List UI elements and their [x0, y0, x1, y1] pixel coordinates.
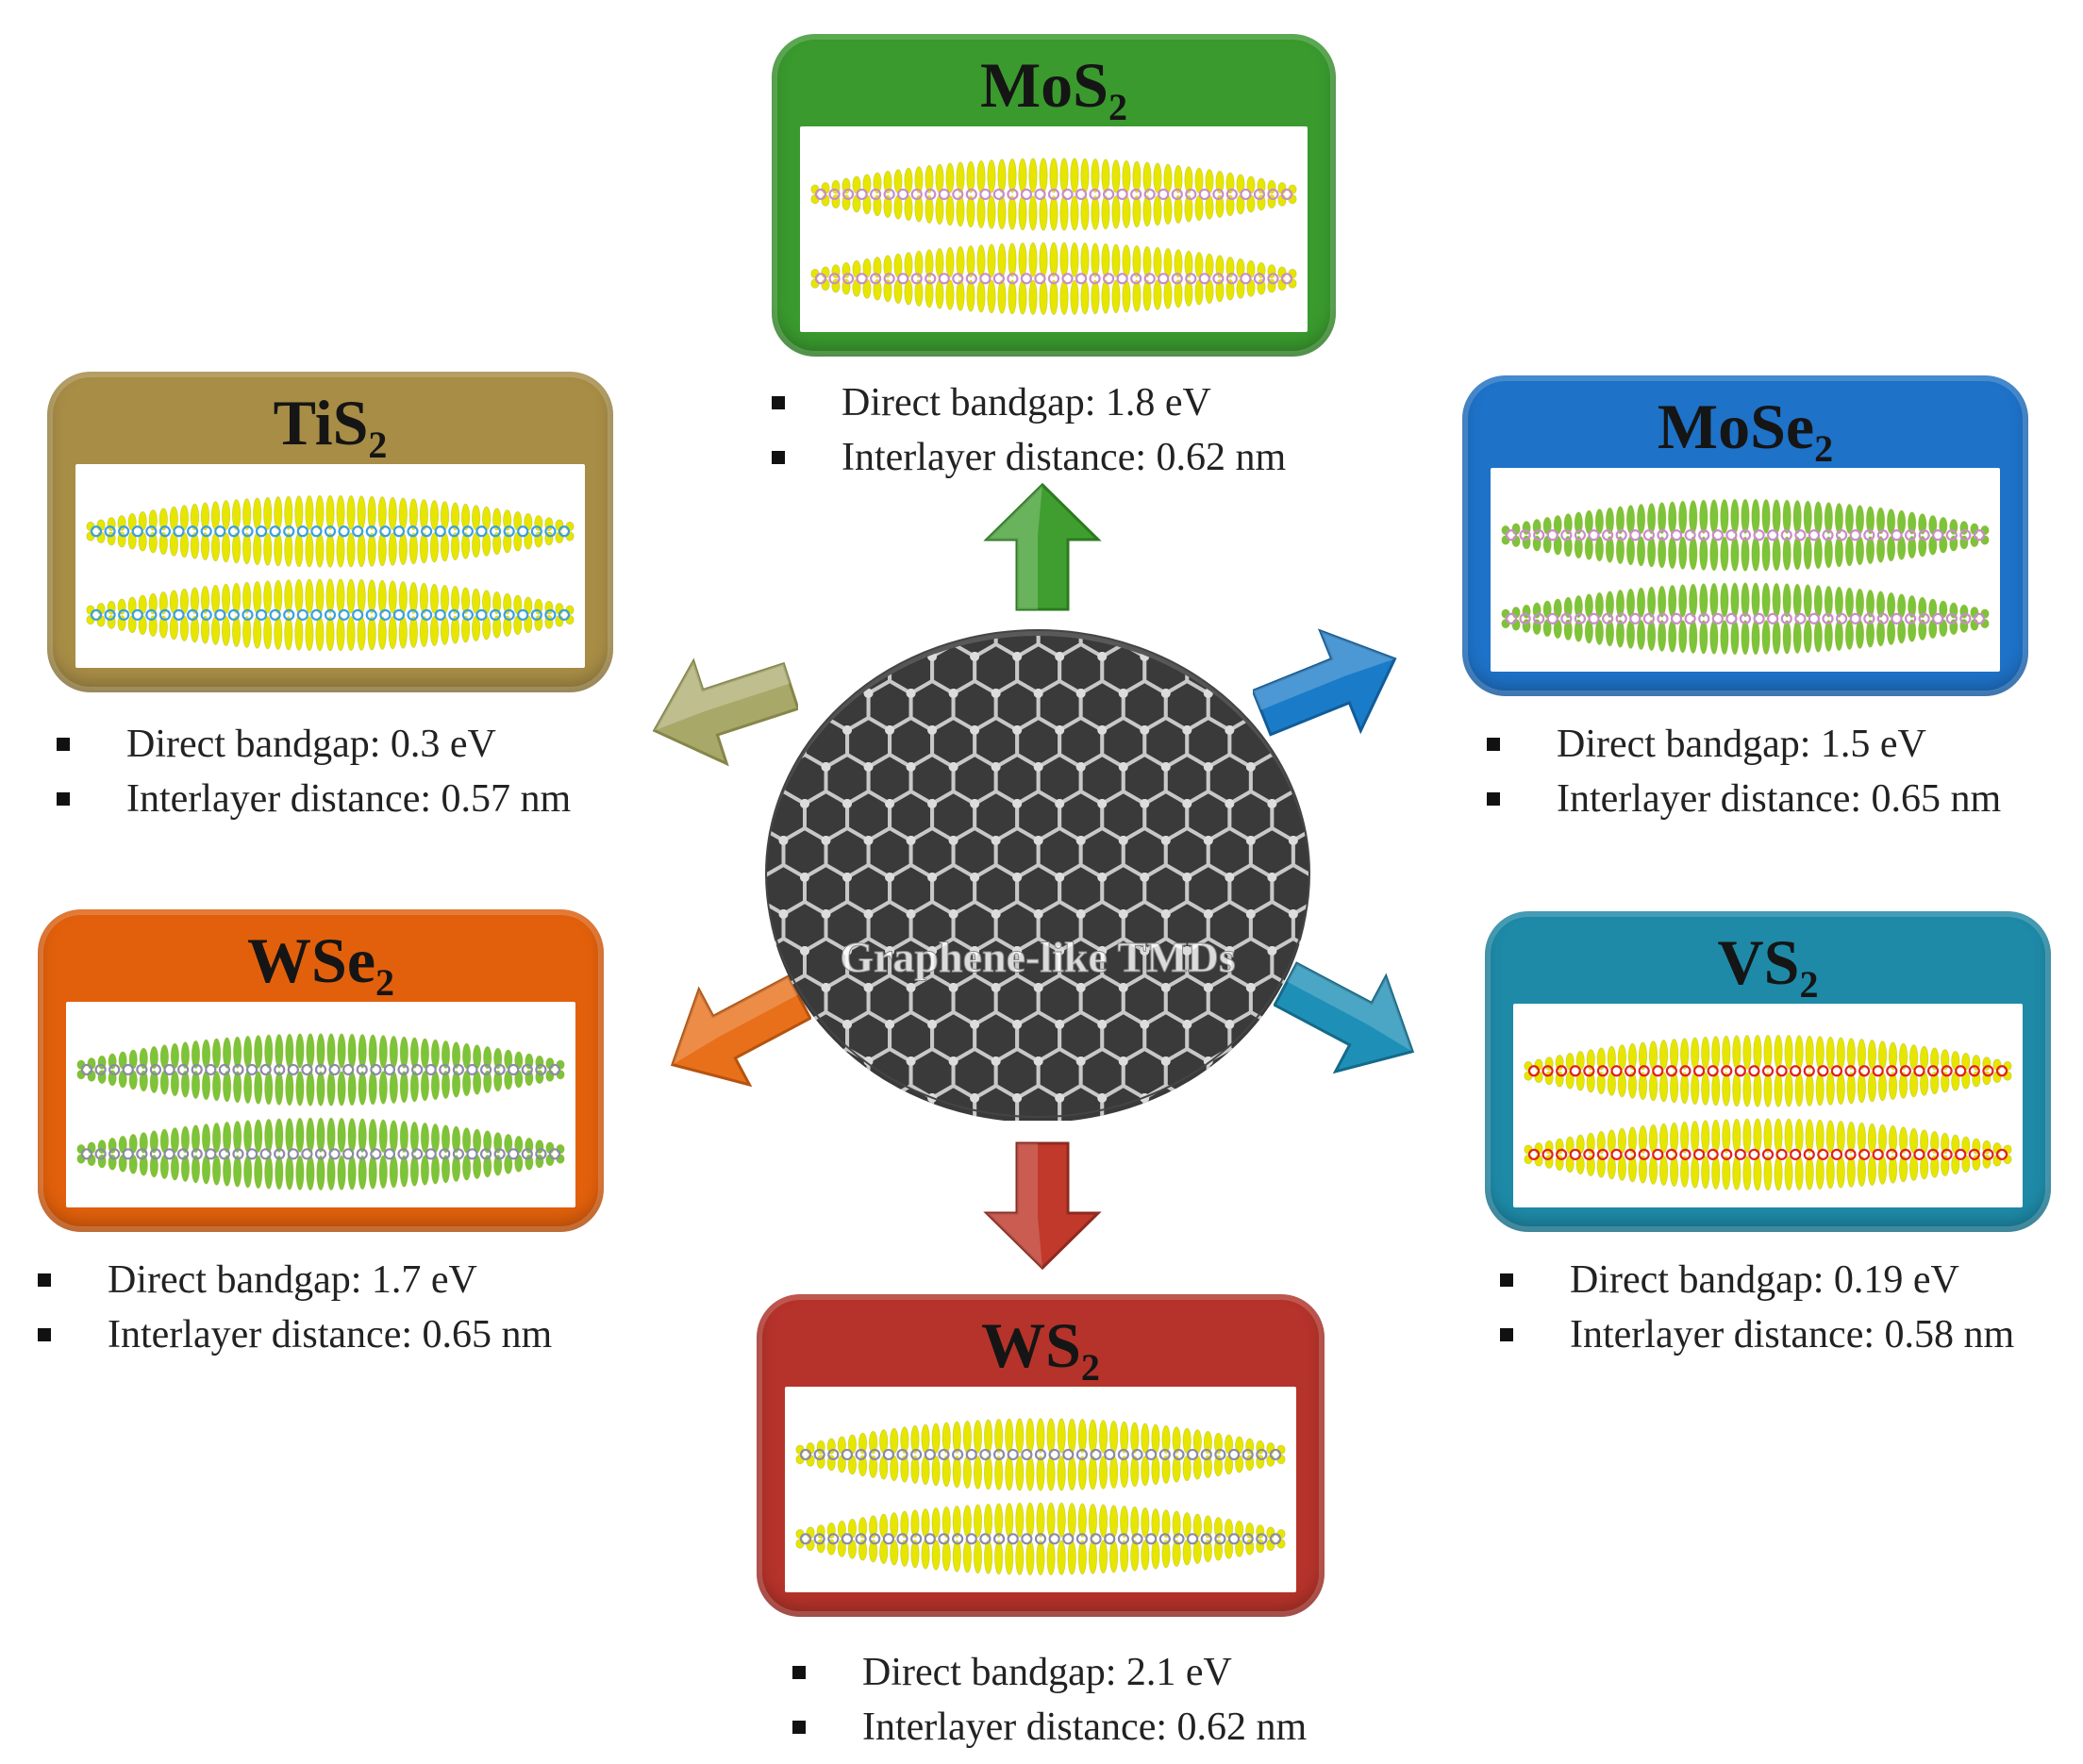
wse2-properties: Direct bandgap: 1.7 eV Interlayer distan…: [30, 1253, 552, 1362]
mose2-card: MoSe2: [1462, 375, 2028, 696]
arrow-to-ws2: [983, 1141, 1102, 1271]
vs2-structure-image: [1513, 1004, 2023, 1207]
vs2-interlayer-distance: Interlayer distance: 0.58 nm: [1492, 1307, 2014, 1362]
arrow-to-tis2: [652, 657, 798, 767]
mose2-structure-image: [1491, 468, 2000, 672]
mos2-properties: Direct bandgap: 1.8 eV Interlayer distan…: [764, 375, 1286, 485]
mos2-bandgap: Direct bandgap: 1.8 eV: [764, 375, 1286, 430]
ws2-properties: Direct bandgap: 2.1 eV Interlayer distan…: [785, 1645, 1307, 1755]
wse2-bandgap: Direct bandgap: 1.7 eV: [30, 1253, 552, 1307]
mos2-interlayer-distance: Interlayer distance: 0.62 nm: [764, 430, 1286, 485]
ws2-card: WS2: [757, 1294, 1325, 1617]
mose2-title: MoSe2: [1657, 391, 1834, 470]
mos2-card: MoS2: [772, 34, 1336, 357]
tis2-structure-image: [75, 464, 585, 668]
vs2-properties: Direct bandgap: 0.19 eV Interlayer dista…: [1492, 1253, 2014, 1362]
tis2-title: TiS2: [273, 387, 388, 466]
wse2-title: WSe2: [247, 924, 394, 1004]
graphene-lattice-circle: Graphene-like TMDs: [765, 629, 1310, 1121]
vs2-bandgap: Direct bandgap: 0.19 eV: [1492, 1253, 2014, 1307]
arrow-to-wse2: [670, 974, 811, 1088]
vs2-card: VS2: [1485, 911, 2051, 1232]
ws2-bandgap: Direct bandgap: 2.1 eV: [785, 1645, 1307, 1700]
arrow-to-vs2: [1274, 961, 1415, 1074]
arrow-to-mos2: [983, 482, 1102, 611]
wse2-structure-image: [66, 1002, 575, 1207]
mos2-structure-image: [800, 126, 1308, 332]
arrow-to-mose2: [1253, 628, 1397, 737]
ws2-title: WS2: [981, 1309, 1100, 1389]
ws2-interlayer-distance: Interlayer distance: 0.62 nm: [785, 1700, 1307, 1755]
wse2-interlayer-distance: Interlayer distance: 0.65 nm: [30, 1307, 552, 1362]
tis2-bandgap: Direct bandgap: 0.3 eV: [49, 717, 571, 772]
ws2-structure-image: [785, 1387, 1296, 1592]
tis2-properties: Direct bandgap: 0.3 eV Interlayer distan…: [49, 717, 571, 826]
center-label: Graphene-like TMDs: [840, 933, 1236, 981]
tis2-interlayer-distance: Interlayer distance: 0.57 nm: [49, 772, 571, 826]
tis2-card: TiS2: [47, 372, 613, 692]
mose2-properties: Direct bandgap: 1.5 eV Interlayer distan…: [1479, 717, 2001, 826]
wse2-card: WSe2: [38, 909, 604, 1232]
mose2-bandgap: Direct bandgap: 1.5 eV: [1479, 717, 2001, 772]
mose2-interlayer-distance: Interlayer distance: 0.65 nm: [1479, 772, 2001, 826]
mos2-title: MoS2: [979, 49, 1127, 128]
vs2-title: VS2: [1717, 926, 1819, 1006]
